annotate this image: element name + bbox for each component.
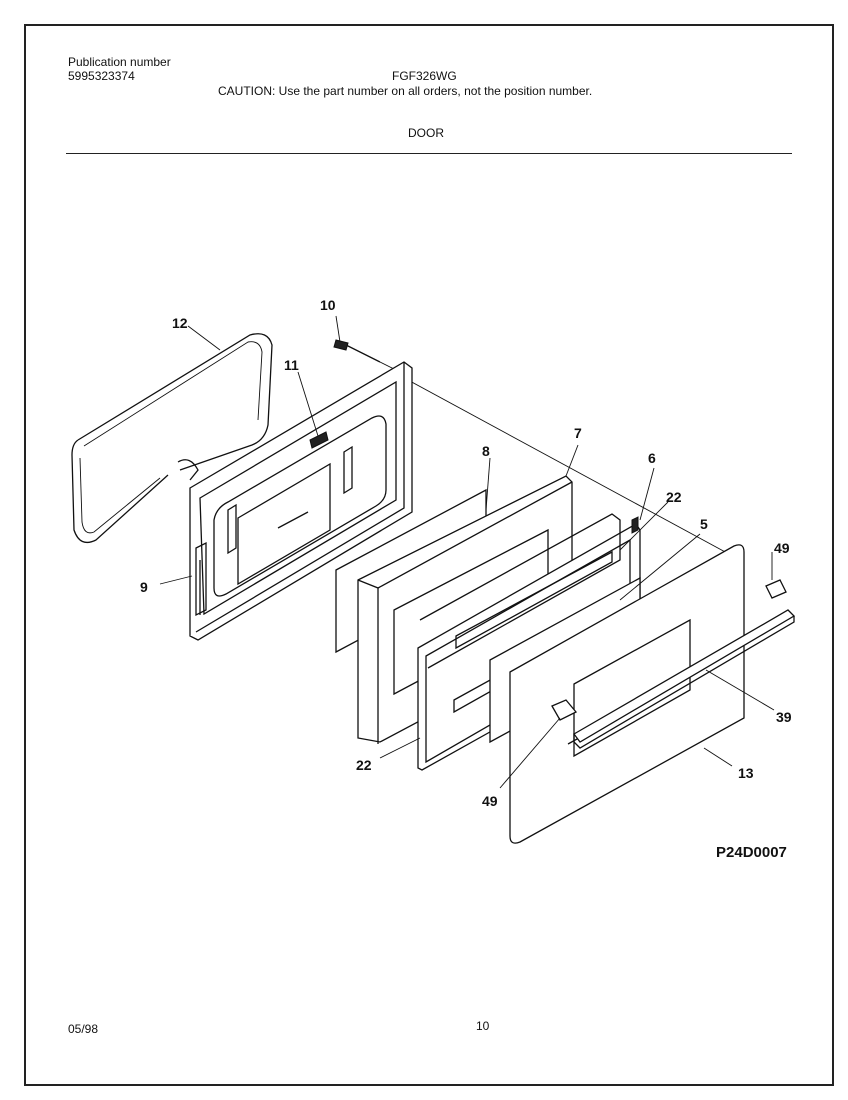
publication-label: Publication number: [68, 55, 171, 69]
part-39-handle: [573, 609, 796, 749]
diagram-code: P24D0007: [716, 844, 787, 861]
part-49-end-caps: [551, 579, 787, 721]
part-12-gasket: [71, 333, 273, 544]
callout-11: 11: [284, 357, 299, 373]
section-title: DOOR: [408, 126, 444, 140]
callout-9: 9: [140, 579, 148, 595]
callout-49-upper: 49: [774, 540, 790, 556]
page-border: [24, 24, 834, 1086]
callout-6: 6: [648, 450, 656, 466]
caution-note: CAUTION: Use the part number on all orde…: [218, 84, 593, 98]
callout-49-lower: 49: [482, 793, 498, 809]
callout-39: 39: [776, 709, 792, 725]
footer-date: 05/98: [68, 1022, 99, 1036]
callout-22-upper: 22: [666, 489, 682, 505]
callout-22-lower: 22: [356, 757, 372, 773]
page-number: 10: [476, 1019, 490, 1033]
callout-8: 8: [482, 443, 490, 459]
part-9-door-liner: [189, 361, 413, 641]
part-10-screw: [333, 339, 381, 363]
model-number: FGF326WG: [392, 69, 457, 83]
publication-number: 5995323374: [68, 69, 135, 83]
leader-lines: [159, 315, 775, 789]
header-rule: [66, 153, 792, 154]
callout-5: 5: [700, 516, 708, 532]
callout-7: 7: [574, 425, 582, 441]
callout-12: 12: [172, 315, 188, 331]
callout-13: 13: [738, 765, 754, 781]
callout-10: 10: [320, 297, 336, 313]
